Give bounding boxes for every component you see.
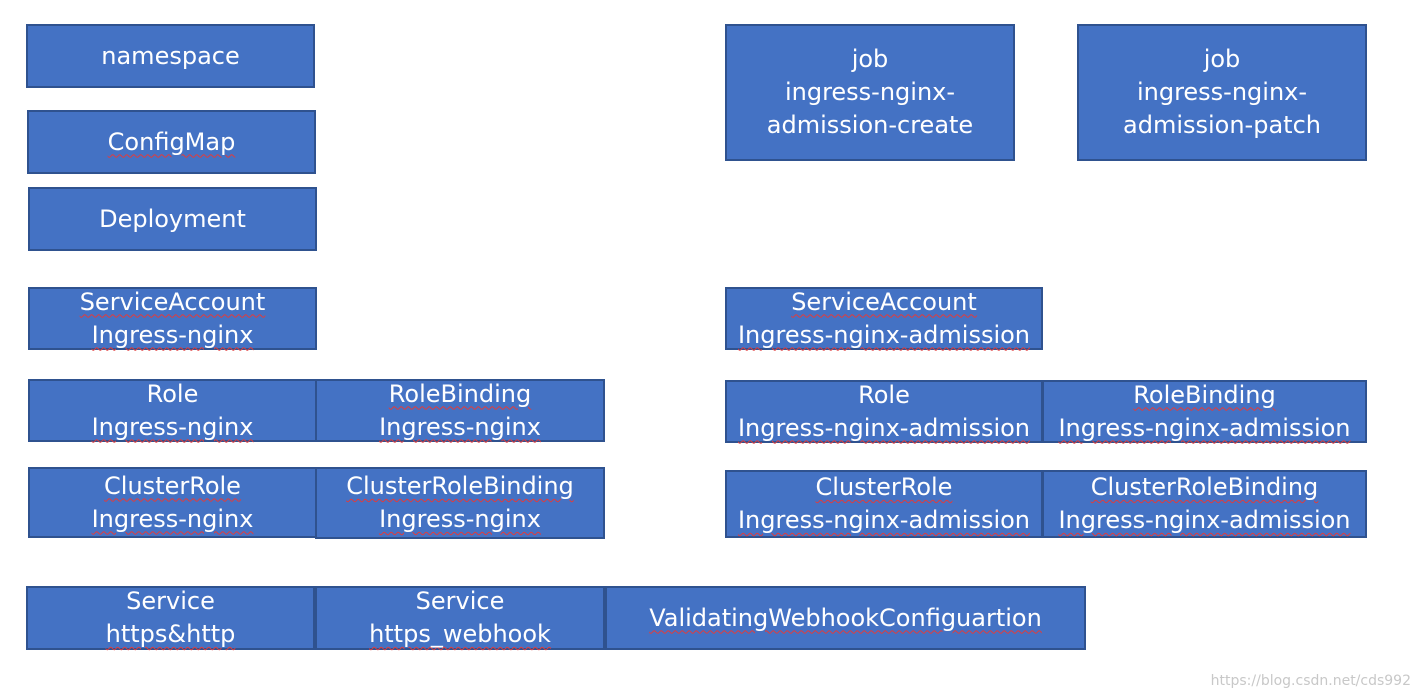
namespace-label: namespace xyxy=(101,41,240,70)
cluster-role-binding-box: ClusterRoleBinding Ingress-nginx xyxy=(315,467,605,539)
namespace-box: namespace xyxy=(26,24,315,88)
admission-service-account-name: Ingress-nginx-admission xyxy=(737,320,1031,349)
configmap-label: ConfigMap xyxy=(107,127,236,156)
admission-cluster-role-binding-box: ClusterRoleBinding Ingress-nginx-admissi… xyxy=(1042,470,1367,538)
cluster-role-binding-name: Ingress-nginx xyxy=(379,505,541,533)
admission-cluster-role-box: ClusterRole Ingress-nginx-admission xyxy=(725,470,1043,538)
admission-service-account-box: ServiceAccount Ingress-nginx-admission xyxy=(725,287,1043,350)
admission-role-box: Role Ingress-nginx-admission xyxy=(725,380,1043,443)
job-patch-box: job ingress-nginx- admission-patch xyxy=(1077,24,1367,161)
service-account-name: Ingress-nginx xyxy=(91,320,254,349)
job-create-box: job ingress-nginx- admission-create xyxy=(725,24,1015,161)
admission-cluster-role-binding-name: Ingress-nginx-admission xyxy=(1058,506,1351,534)
configmap-box: ConfigMap xyxy=(27,110,316,174)
job-patch-name-line2: admission-patch xyxy=(1123,111,1321,139)
service-account-kind: ServiceAccount xyxy=(79,287,266,316)
validating-webhook-box: ValidatingWebhookConfiguartion xyxy=(605,586,1086,650)
cluster-role-kind: ClusterRole xyxy=(104,471,241,500)
job-patch-name-line1: ingress-nginx- xyxy=(1136,78,1308,106)
service-webhook-box: Service https_webhook xyxy=(315,586,605,650)
cluster-role-name: Ingress-nginx xyxy=(91,504,254,533)
job-patch-kind: job xyxy=(1203,45,1241,73)
admission-cluster-role-kind: ClusterRole xyxy=(815,473,953,501)
validating-webhook-label: ValidatingWebhookConfiguartion xyxy=(649,603,1042,632)
cluster-role-box: ClusterRole Ingress-nginx xyxy=(28,467,317,538)
job-create-name-line2: admission-create xyxy=(766,111,974,139)
admission-role-binding-box: RoleBinding Ingress-nginx-admission xyxy=(1042,380,1367,443)
admission-role-binding-name: Ingress-nginx-admission xyxy=(1058,413,1351,442)
role-name: Ingress-nginx xyxy=(91,412,254,441)
watermark: https://blog.csdn.net/cds992 xyxy=(1210,673,1411,689)
admission-cluster-role-name: Ingress-nginx-admission xyxy=(737,506,1031,534)
role-kind: Role xyxy=(146,379,199,408)
admission-service-account-kind: ServiceAccount xyxy=(791,287,977,316)
role-binding-name: Ingress-nginx xyxy=(379,412,541,441)
role-binding-kind: RoleBinding xyxy=(388,379,532,408)
cluster-role-binding-kind: ClusterRoleBinding xyxy=(346,472,574,500)
service-http-box: Service https&http xyxy=(26,586,315,650)
service-http-kind: Service xyxy=(126,587,215,615)
service-webhook-kind: Service xyxy=(415,587,505,615)
service-http-name: https&http xyxy=(105,620,236,648)
job-create-name-line1: ingress-nginx- xyxy=(784,78,956,106)
deployment-label: Deployment xyxy=(99,204,246,233)
admission-cluster-role-binding-kind: ClusterRoleBinding xyxy=(1090,473,1319,501)
role-box: Role Ingress-nginx xyxy=(28,379,317,442)
admission-role-name: Ingress-nginx-admission xyxy=(737,413,1031,442)
job-create-kind: job xyxy=(851,45,889,73)
deployment-box: Deployment xyxy=(28,187,317,251)
role-binding-box: RoleBinding Ingress-nginx xyxy=(315,379,605,442)
service-webhook-name: https_webhook xyxy=(369,620,551,648)
service-account-box: ServiceAccount Ingress-nginx xyxy=(28,287,317,350)
admission-role-kind: Role xyxy=(858,380,910,409)
admission-role-binding-kind: RoleBinding xyxy=(1133,380,1276,409)
